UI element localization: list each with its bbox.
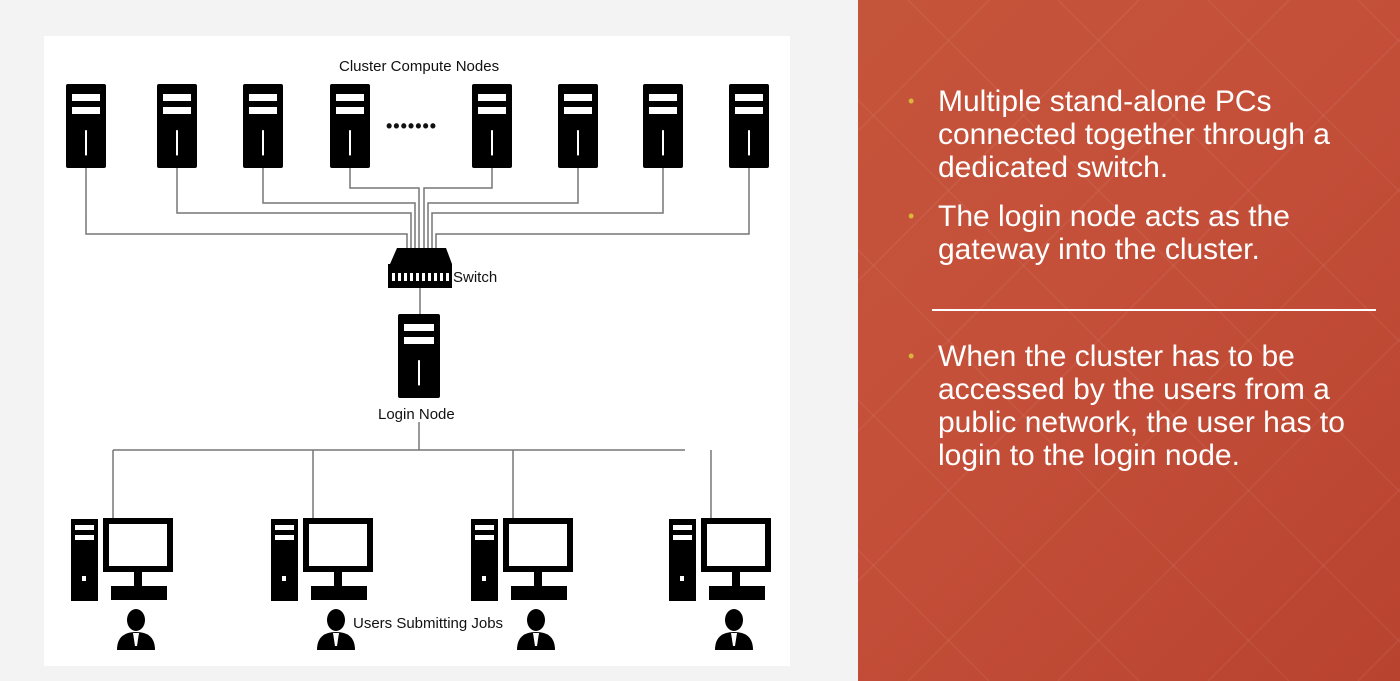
bullet-text: The login node acts as the gateway into … (938, 200, 1290, 266)
server-tower-icon (472, 84, 512, 168)
user-person-icon (117, 609, 155, 650)
bullet-text: Multiple stand-alone PCs connected toget… (938, 85, 1330, 184)
bullet-list-bottom: • When the cluster has to be accessed by… (908, 340, 1378, 488)
ellipsis-dots: ••••••• (386, 116, 438, 136)
server-tower-icon (643, 84, 683, 168)
switch-label: Switch (453, 269, 498, 286)
user-workstations (71, 450, 771, 650)
desktop-tower-icon (471, 519, 498, 601)
diagram-panel: Cluster Compute Nodes ••••••• Switch Log… (44, 36, 790, 666)
user-person-icon (317, 609, 355, 650)
monitor-icon (103, 518, 173, 600)
server-tower-icon (66, 84, 106, 168)
cluster-diagram-svg (66, 84, 771, 650)
user-workstation (271, 450, 373, 650)
background-pattern (858, 0, 1400, 681)
bullet-dot-icon: • (908, 346, 915, 366)
user-person-icon (517, 609, 555, 650)
server-tower-icon (558, 84, 598, 168)
bullet-list-top: • Multiple stand-alone PCs connected tog… (908, 85, 1378, 282)
bullet-item: • When the cluster has to be accessed by… (908, 340, 1378, 472)
network-switch-icon (388, 248, 452, 288)
bullet-item: • Multiple stand-alone PCs connected tog… (908, 85, 1378, 184)
desktop-tower-icon (669, 519, 696, 601)
text-panel: • Multiple stand-alone PCs connected tog… (858, 0, 1400, 681)
login-node-server-icon (398, 314, 440, 398)
user-workstation (471, 450, 573, 650)
compute-nodes (66, 84, 769, 168)
monitor-icon (303, 518, 373, 600)
users-label: Users Submitting Jobs (353, 615, 504, 632)
user-workstation (669, 450, 771, 650)
connection-lines (85, 168, 750, 451)
desktop-tower-icon (71, 519, 98, 601)
desktop-tower-icon (271, 519, 298, 601)
user-workstation (71, 450, 173, 650)
section-divider (932, 309, 1376, 311)
cluster-diagram: Cluster Compute Nodes ••••••• Switch Log… (44, 36, 790, 666)
login-node-label: Login Node (378, 406, 455, 423)
user-person-icon (715, 609, 753, 650)
monitor-icon (503, 518, 573, 600)
server-tower-icon (157, 84, 197, 168)
server-tower-icon (243, 84, 283, 168)
server-tower-icon (330, 84, 370, 168)
monitor-icon (701, 518, 771, 600)
server-tower-icon (729, 84, 769, 168)
bullet-dot-icon: • (908, 206, 915, 226)
bullet-dot-icon: • (908, 91, 915, 111)
bullet-item: • The login node acts as the gateway int… (908, 200, 1378, 266)
bullet-text: When the cluster has to be accessed by t… (938, 340, 1345, 472)
login-node-server-icon (398, 314, 440, 398)
compute-nodes-label: Cluster Compute Nodes (339, 58, 500, 75)
